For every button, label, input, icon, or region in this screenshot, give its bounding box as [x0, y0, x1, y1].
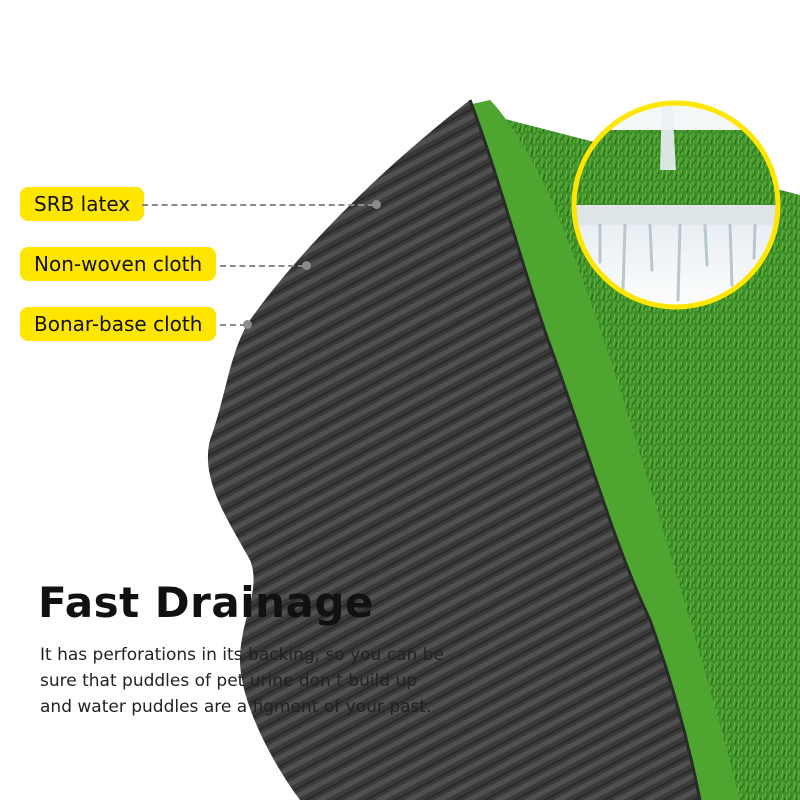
callout-dot: [243, 320, 252, 329]
callout-leader: [220, 324, 246, 326]
callout-non-woven-cloth: Non-woven cloth: [20, 247, 217, 281]
callout-dot: [372, 200, 381, 209]
callout-leader: [142, 204, 374, 206]
headline: Fast Drainage: [38, 578, 374, 627]
description-text: It has perforations in its backing, so y…: [40, 642, 480, 720]
callout-srb-latex: SRB latex: [20, 187, 145, 221]
description-line: and water puddles are a figment of your …: [40, 697, 432, 717]
description-line: sure that puddles of pet urine don’t bui…: [40, 671, 418, 691]
callout-dot: [302, 261, 311, 270]
callout-leader: [220, 265, 304, 267]
grass-fringe: [468, 100, 740, 800]
backing-rubber: [207, 100, 700, 800]
description-line: It has perforations in its backing, so y…: [40, 645, 444, 665]
callout-bonar-base-cloth: Bonar-base cloth: [20, 307, 217, 341]
